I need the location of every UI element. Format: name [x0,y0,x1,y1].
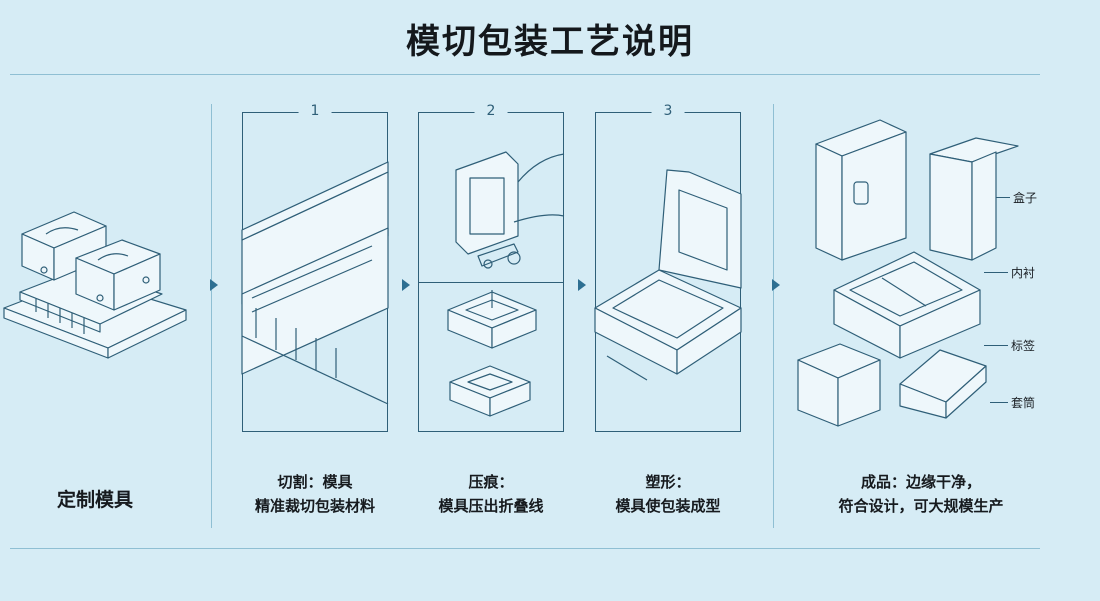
arrow-right-icon [402,279,410,291]
caption-line: 模具使包装成型 [615,497,721,515]
component-label-insert: 内衬 [1011,266,1036,280]
leader-line [996,197,1010,198]
creasing-illustration [447,151,565,417]
leader-line [984,272,1008,273]
bottom-divider [10,548,1040,549]
caption-line: 模具压出折叠线 [438,497,544,515]
cutting-illustration [241,161,389,405]
die-mold-illustration [3,211,187,359]
step-number: 2 [474,103,508,119]
step-number: 1 [298,103,332,119]
final-caption: 成品：边缘干净， 符合设计，可大规模生产 [808,470,1034,518]
top-divider [10,74,1040,75]
divider-left [211,104,212,528]
caption-line: 精准裁切包装材料 [254,497,375,515]
forming-illustration [594,169,742,381]
component-label-label: 标签 [1011,339,1036,353]
finished-products-illustration [797,119,1019,427]
leader-line [990,402,1008,403]
step-2-split [418,282,564,283]
arrow-right-icon [210,279,218,291]
component-label-box: 盒子 [1013,191,1038,205]
step-number: 3 [651,103,685,119]
caption-line: 塑形： [645,473,691,491]
step-panel-2: 2 [418,103,564,432]
step-caption-1: 切割：模具 精准裁切包装材料 [222,470,408,518]
caption-line: 符合设计，可大规模生产 [838,497,1004,515]
step-caption-3: 塑形： 模具使包装成型 [575,470,761,518]
leader-line [984,345,1008,346]
left-caption: 定制模具 [56,489,133,511]
caption-line: 切割：模具 [277,473,353,491]
step-caption-2: 压痕： 模具压出折叠线 [398,470,584,518]
arrow-right-icon [772,279,780,291]
page-title: 模切包装工艺说明 [406,22,694,62]
caption-line: 压痕： [468,473,514,491]
divider-right [773,104,774,528]
arrow-right-icon [578,279,586,291]
component-label-sleeve: 套筒 [1011,396,1036,410]
caption-line: 成品：边缘干净， [860,473,981,491]
